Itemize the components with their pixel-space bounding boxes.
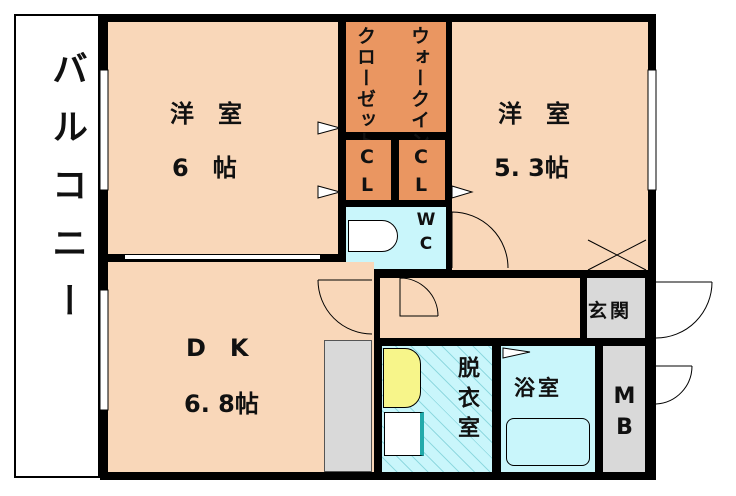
toilet-icon (348, 220, 398, 252)
western-room-2-size: 5. 3帖 (494, 154, 569, 182)
western-room-2-name: 洋 室 (498, 100, 570, 128)
dk-size: 6. 8帖 (184, 390, 259, 418)
cl-1 (346, 140, 391, 200)
mb-label: MB (612, 384, 637, 446)
balcony (14, 14, 100, 478)
bathtub-icon (506, 418, 590, 466)
washbasin-icon (383, 348, 421, 408)
cl-1-label: CL (356, 146, 378, 202)
western-room-1 (108, 22, 338, 254)
balcony-label: バルコニー (46, 50, 87, 340)
cl-2 (399, 140, 445, 200)
walk-in-label: ウォークイン (408, 26, 430, 152)
western-room-2 (452, 22, 648, 270)
hallway (380, 278, 580, 338)
closet-label: クローゼット (354, 26, 376, 152)
cl-2-label: CL (410, 146, 432, 202)
kitchen-counter (324, 340, 372, 472)
dk-name: D K (186, 334, 249, 362)
bathroom (501, 346, 595, 472)
dressing-room-label: 脱衣室 (454, 356, 479, 446)
western-room-1-name: 洋 室 (170, 100, 242, 128)
walk-in-closet (346, 22, 446, 132)
wc-label: WC (416, 210, 436, 258)
bathroom-label: 浴室 (514, 376, 562, 400)
mb (603, 346, 645, 472)
western-room-1-size: 6 帖 (172, 154, 237, 182)
entrance (587, 278, 645, 338)
entrance-label: 玄関 (588, 300, 633, 322)
washing-machine-icon (384, 412, 424, 456)
